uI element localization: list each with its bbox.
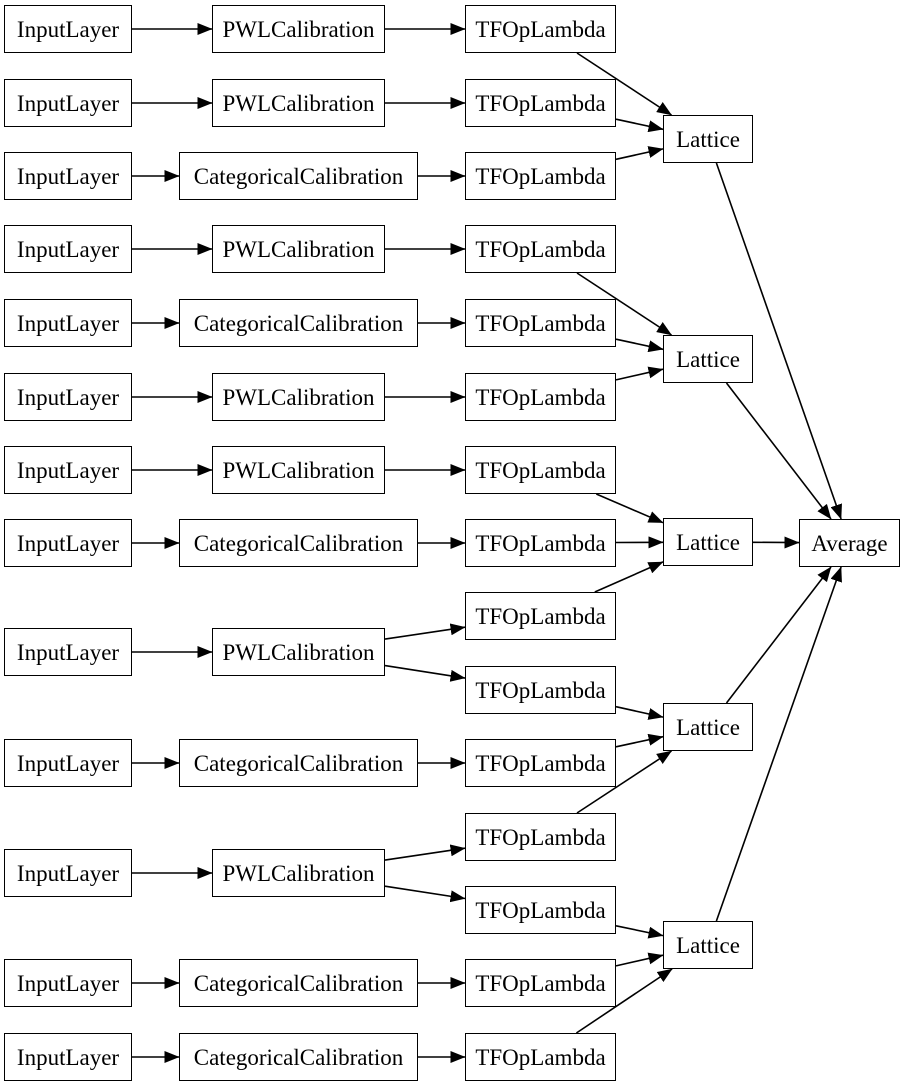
node-op4: TFOpLambda (465, 225, 616, 273)
node-cal8: CategoricalCalibration (179, 519, 418, 567)
edge-op1-lat1 (576, 52, 672, 116)
node-in9: InputLayer (4, 628, 132, 676)
node-cal11: PWLCalibration (212, 849, 385, 897)
edge-op15-lat5 (575, 968, 673, 1034)
node-in10: InputLayer (4, 739, 132, 787)
edge-op2-lat1 (615, 118, 664, 133)
edge-op11-lat4 (615, 733, 664, 748)
node-cal9: PWLCalibration (212, 628, 385, 676)
node-lat4: Lattice (663, 703, 753, 751)
node-in13: InputLayer (4, 1033, 132, 1081)
node-op6: TFOpLambda (465, 373, 616, 421)
node-cal5: CategoricalCalibration (179, 299, 418, 347)
node-avg: Average (799, 519, 900, 567)
node-in6: InputLayer (4, 373, 132, 421)
node-cal4: PWLCalibration (212, 225, 385, 273)
edge-op5-lat2 (615, 338, 664, 353)
edge-op13-lat5 (615, 925, 664, 939)
node-op14: TFOpLambda (465, 959, 616, 1007)
node-in1: InputLayer (4, 5, 132, 53)
node-cal1: PWLCalibration (212, 5, 385, 53)
node-in4: InputLayer (4, 225, 132, 273)
node-lat3: Lattice (663, 518, 753, 566)
edge-op3-lat1 (615, 146, 664, 161)
edge-cal9-op9 (384, 623, 466, 640)
node-in5: InputLayer (4, 299, 132, 347)
edge-op4-lat2 (576, 272, 672, 336)
node-in3: InputLayer (4, 152, 132, 200)
node-cal10: CategoricalCalibration (179, 739, 418, 787)
node-cal13: CategoricalCalibration (179, 1033, 418, 1081)
node-in8: InputLayer (4, 519, 132, 567)
edge-op12-lat4 (576, 750, 672, 814)
edge-op7-lat3 (595, 493, 664, 524)
node-op13: TFOpLambda (465, 886, 616, 934)
node-op12: TFOpLambda (465, 813, 616, 861)
node-op1: TFOpLambda (465, 5, 616, 53)
node-lat1: Lattice (663, 115, 753, 163)
node-lat5: Lattice (663, 921, 753, 969)
node-op11: TFOpLambda (465, 739, 616, 787)
node-op3: TFOpLambda (465, 152, 616, 200)
edge-cal11-op13 (384, 885, 466, 903)
node-cal3: CategoricalCalibration (179, 152, 418, 200)
node-cal12: CategoricalCalibration (179, 959, 418, 1007)
node-op8: TFOpLambda (465, 519, 616, 567)
edge-lat2-avg (725, 382, 832, 520)
node-cal7: PWLCalibration (212, 446, 385, 494)
node-in2: InputLayer (4, 79, 132, 127)
edge-group (132, 23, 842, 1063)
node-cal6: PWLCalibration (212, 373, 385, 421)
node-op7: TFOpLambda (465, 446, 616, 494)
edge-op6-lat2 (615, 366, 664, 381)
node-op5: TFOpLambda (465, 299, 616, 347)
edge-op14-lat5 (615, 952, 664, 967)
node-in11: InputLayer (4, 849, 132, 897)
node-lat2: Lattice (663, 335, 753, 383)
node-op10: TFOpLambda (465, 666, 616, 714)
node-op15: TFOpLambda (465, 1033, 616, 1081)
node-op9: TFOpLambda (465, 592, 616, 640)
node-in7: InputLayer (4, 446, 132, 494)
edge-op10-lat4 (615, 705, 664, 720)
edge-cal9-op10 (384, 664, 466, 682)
node-in12: InputLayer (4, 959, 132, 1007)
edge-lat4-avg (725, 566, 832, 704)
node-op2: TFOpLambda (465, 79, 616, 127)
node-cal2: PWLCalibration (212, 79, 385, 127)
edge-lat1-avg (715, 162, 842, 520)
edge-cal11-op12 (384, 844, 466, 861)
edge-op9-lat3 (594, 561, 664, 593)
edge-lat5-avg (715, 566, 842, 922)
